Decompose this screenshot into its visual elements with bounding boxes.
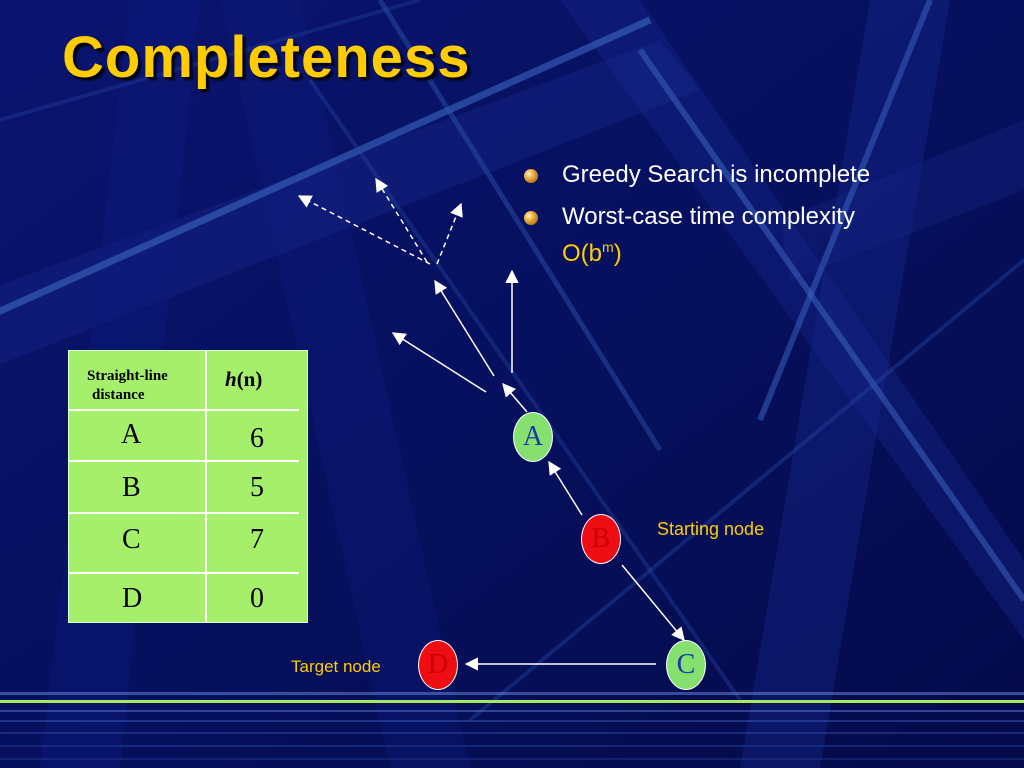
complexity-expression: O(bm) xyxy=(562,239,622,267)
node-a: A xyxy=(513,412,553,462)
target-node-label: Target node xyxy=(291,657,381,676)
edge-a-up xyxy=(502,382,528,413)
node-d: D xyxy=(418,640,458,690)
table-header-distance: Straight-line distance xyxy=(87,367,168,405)
table-divider xyxy=(69,512,299,514)
bullet-text: Greedy Search is incomplete xyxy=(562,161,871,188)
table-divider xyxy=(69,409,299,411)
edge-dashed-2 xyxy=(375,177,428,263)
table-cell-value: 6 xyxy=(250,423,264,454)
complexity-base: O(b xyxy=(562,240,603,267)
bullet-text: Worst-case time complexity xyxy=(562,203,855,230)
edge-b-to-c xyxy=(621,564,685,642)
bullet-list: Greedy Search is incomplete Worst-case t… xyxy=(524,160,994,281)
table-cell-node: D xyxy=(122,583,143,614)
node-b: B xyxy=(581,514,621,564)
edge-dashed-3 xyxy=(436,202,463,265)
complexity-close: ) xyxy=(613,240,622,267)
edge-dashed-1 xyxy=(297,195,431,265)
table-header-h: h(n) xyxy=(225,367,262,392)
starting-node-label: Starting node xyxy=(657,519,765,539)
edge-b-to-a xyxy=(548,460,583,516)
bullet-item-incomplete: Greedy Search is incomplete xyxy=(524,160,994,190)
table-divider xyxy=(69,460,299,462)
header-line-1: Straight-line xyxy=(87,368,168,384)
table-divider xyxy=(205,351,207,622)
table-divider xyxy=(69,572,299,574)
header-line-2: distance xyxy=(92,387,145,403)
table-cell-value: 5 xyxy=(250,472,264,503)
table-cell-node: C xyxy=(122,524,141,555)
slide-title: Completeness xyxy=(62,25,471,90)
edge-branch-mid xyxy=(434,279,495,377)
table-cell-node: A xyxy=(121,419,142,450)
bullet-icon xyxy=(524,211,538,225)
table-cell-node: B xyxy=(122,472,141,503)
table-cell-value: 7 xyxy=(250,524,264,555)
bullet-icon xyxy=(524,169,538,183)
heuristic-table: Straight-line distance h(n) A 6 B 5 C 7 … xyxy=(68,350,308,623)
header-fn: h xyxy=(225,367,237,391)
edge-branch-left xyxy=(391,332,487,393)
table-cell-value: 0 xyxy=(250,583,264,614)
header-arg: (n) xyxy=(236,367,263,391)
bullet-item-complexity: Worst-case time complexity O(bm) xyxy=(524,202,994,269)
complexity-exponent: m xyxy=(602,239,614,255)
node-c: C xyxy=(666,640,706,690)
